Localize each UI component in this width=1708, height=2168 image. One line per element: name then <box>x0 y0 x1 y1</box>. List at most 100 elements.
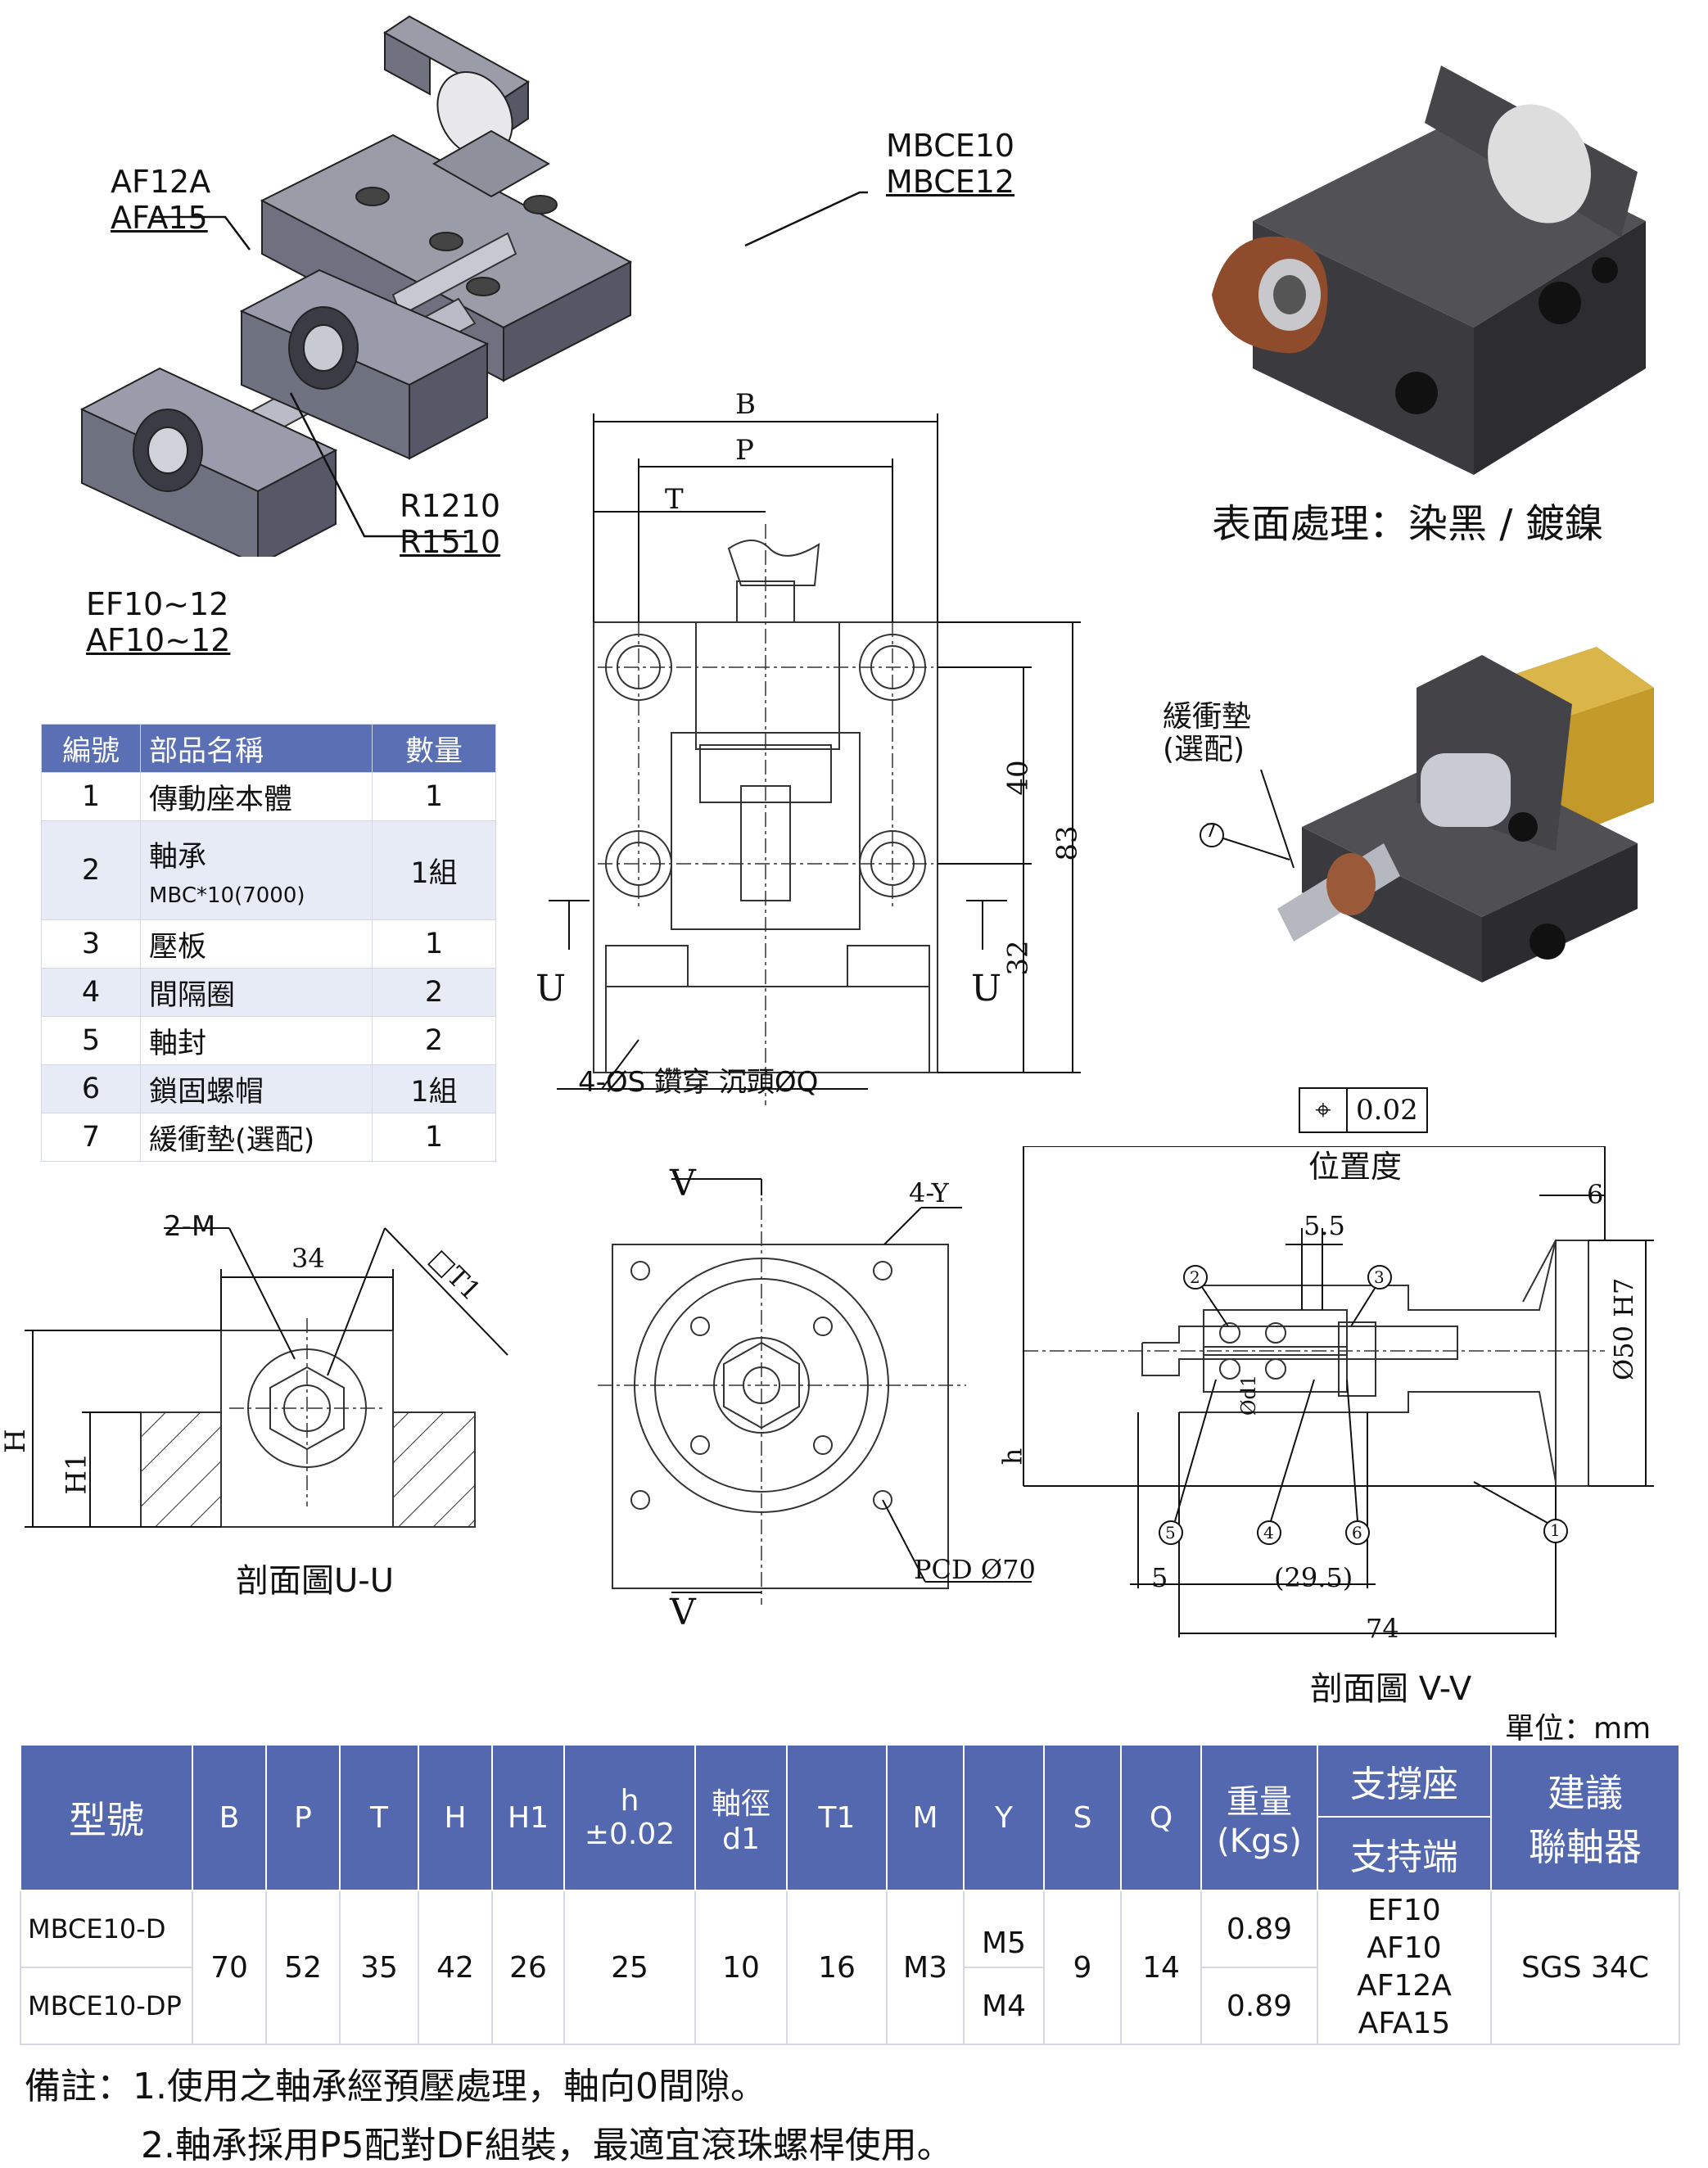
spec-header-row-2: 支持端 <box>20 1816 1679 1891</box>
vv-dim-74: 74 <box>1366 1613 1399 1644</box>
dim-32: 32 <box>1001 940 1035 976</box>
parts-no: 7 <box>41 1113 141 1162</box>
parts-table-header: 編號 部品名稱 數量 <box>41 724 496 773</box>
cushion-label-line1: 緩衝墊 <box>1163 700 1252 734</box>
parts-name: 緩衝墊(選配) <box>140 1113 373 1162</box>
spec-Y: M5 <box>963 1890 1045 1968</box>
section-uu-H1: H1 <box>60 1452 93 1495</box>
spec-table: 型號 B P T H H1 h ±0.02 軸徑 d1 T1 M Y S Q 重… <box>20 1744 1680 2045</box>
hole-note: 4-ØS 鑽穿 沉頭ØQ <box>578 1066 819 1099</box>
vv-balloon-2: 2 <box>1190 1267 1200 1287</box>
side-view-Y: 4-Y <box>909 1177 949 1208</box>
parts-row: 1 傳動座本體 1 <box>41 772 496 821</box>
unit-label: 單位：mm <box>1505 1712 1652 1746</box>
dim-83: 83 <box>1051 825 1084 861</box>
spec-header-d1: 軸徑 d1 <box>694 1744 788 1891</box>
spec-M: M3 <box>886 1890 965 2045</box>
parts-name-cell: 軸承 MBC*10(7000) <box>140 820 373 920</box>
spec-support-item: AFA15 <box>1358 2007 1451 2040</box>
dim-B: B <box>735 388 756 421</box>
vv-balloon-1: 1 <box>1550 1520 1561 1540</box>
spec-weight: 0.89 <box>1200 1890 1318 1968</box>
spec-header-H1: H1 <box>491 1744 565 1891</box>
vv-dim-6: 6 <box>1587 1179 1604 1210</box>
label-ef-line2: AF10~12 <box>86 622 231 658</box>
parts-qty: 1 <box>372 919 496 969</box>
parts-row: 3 壓板 1 <box>41 919 496 969</box>
side-view-pcd: PCD Ø70 <box>914 1554 1036 1585</box>
spec-header-T1: T1 <box>786 1744 888 1891</box>
spec-row: MBCE10-DP M4 0.89 <box>20 1967 1679 2045</box>
spec-header-B: B <box>192 1744 267 1891</box>
note-2: 2.軸承採用P5配對DF組裝，最適宜滾珠螺桿使用。 <box>141 2125 953 2166</box>
spec-H: 42 <box>418 1890 493 2045</box>
surface-treatment-caption: 表面處理：染黑 / 鍍鎳 <box>1212 501 1604 547</box>
spec-S: 9 <box>1043 1890 1122 2045</box>
parts-header-name: 部品名稱 <box>140 724 373 773</box>
vv-dim-d50: Ø50 H7 <box>1608 1277 1639 1380</box>
parts-row: 7 緩衝墊(選配) 1 <box>41 1113 496 1162</box>
parts-row: 4 間隔圈 2 <box>41 968 496 1017</box>
parts-name: 軸封 <box>140 1016 373 1065</box>
section-uu-drawing <box>25 1227 508 1528</box>
spec-header-coupling-line2: 聯軸器 <box>1529 1825 1642 1869</box>
vv-dim-5: 5 <box>1151 1562 1168 1593</box>
spec-header-Y: Y <box>963 1744 1045 1891</box>
spec-header-Q: Q <box>1120 1744 1202 1891</box>
label-mbce-line1: MBCE10 <box>886 128 1015 164</box>
parts-row: 2 軸承 MBC*10(7000) 1組 <box>41 820 496 920</box>
spec-header-weight-line2: (Kgs) <box>1217 1822 1302 1860</box>
parts-header-qty: 數量 <box>372 724 496 773</box>
spec-d1: 10 <box>694 1890 788 2045</box>
parts-qty: 1組 <box>372 1064 496 1113</box>
spec-h: 25 <box>563 1890 696 2045</box>
spec-H1: 26 <box>491 1890 565 2045</box>
section-mark-v-bottom: V <box>670 1592 696 1633</box>
product-render-black <box>1212 65 1646 475</box>
vv-dim-d1: Ød1 <box>1237 1374 1261 1416</box>
section-uu-dim34: 34 <box>291 1243 325 1274</box>
label-af12a-line1: AF12A <box>111 164 211 200</box>
spec-T1: 16 <box>786 1890 888 2045</box>
parts-qty: 1 <box>372 772 496 821</box>
vv-balloon-5: 5 <box>1165 1523 1176 1542</box>
side-view-drawing <box>598 1178 1032 1605</box>
vv-balloon-6: 6 <box>1352 1523 1362 1542</box>
position-tol-label: 位置度 <box>1308 1149 1403 1185</box>
parts-no: 2 <box>41 820 141 920</box>
spec-B: 70 <box>192 1890 267 2045</box>
section-vv-drawing <box>1023 1146 1654 1637</box>
cushion-label: 緩衝墊 (選配) <box>1163 701 1251 766</box>
spec-support-cell: EF10 AF10 AF12A AFA15 <box>1317 1890 1492 2045</box>
cushion-balloon-number: 7 <box>1205 821 1217 842</box>
spec-header-M: M <box>886 1744 965 1891</box>
spec-header-P: P <box>265 1744 341 1891</box>
front-view-drawing <box>549 413 1081 1105</box>
label-af12a: AF12A AFA15 <box>111 164 210 236</box>
label-r-line2: R1510 <box>400 524 501 560</box>
spec-header-coupling: 建議 聯軸器 <box>1490 1744 1680 1891</box>
af12a-block-iso <box>239 269 490 460</box>
product-render-cushion <box>1277 647 1654 982</box>
cushion-label-line2: (選配) <box>1163 733 1245 766</box>
spec-header-model: 型號 <box>20 1744 193 1891</box>
parts-qty: 2 <box>372 968 496 1017</box>
parts-no: 1 <box>41 772 141 821</box>
label-ef: EF10~12 AF10~12 <box>86 586 230 658</box>
spec-header-weight-line1: 重量 <box>1227 1783 1292 1821</box>
parts-qty: 2 <box>372 1016 496 1065</box>
spec-header-coupling-line1: 建議 <box>1548 1771 1623 1815</box>
spec-weight: 0.89 <box>1200 1967 1318 2045</box>
label-ef-line1: EF10~12 <box>86 586 229 622</box>
parts-row: 5 軸封 2 <box>41 1016 496 1065</box>
parts-qty: 1 <box>372 1113 496 1162</box>
vv-balloon-4: 4 <box>1263 1523 1274 1542</box>
label-mbce-line2: MBCE12 <box>886 164 1015 200</box>
label-r-line1: R1210 <box>400 488 501 524</box>
parts-table: 編號 部品名稱 數量 1 傳動座本體 1 2 軸承 MBC*10(7000) 1… <box>41 724 496 1162</box>
parts-name: 傳動座本體 <box>140 772 373 821</box>
position-tol-value: 0.02 <box>1356 1094 1418 1127</box>
vv-dim-29-5: (29.5) <box>1274 1562 1353 1593</box>
dim-T: T <box>665 483 684 516</box>
parts-no: 5 <box>41 1016 141 1065</box>
